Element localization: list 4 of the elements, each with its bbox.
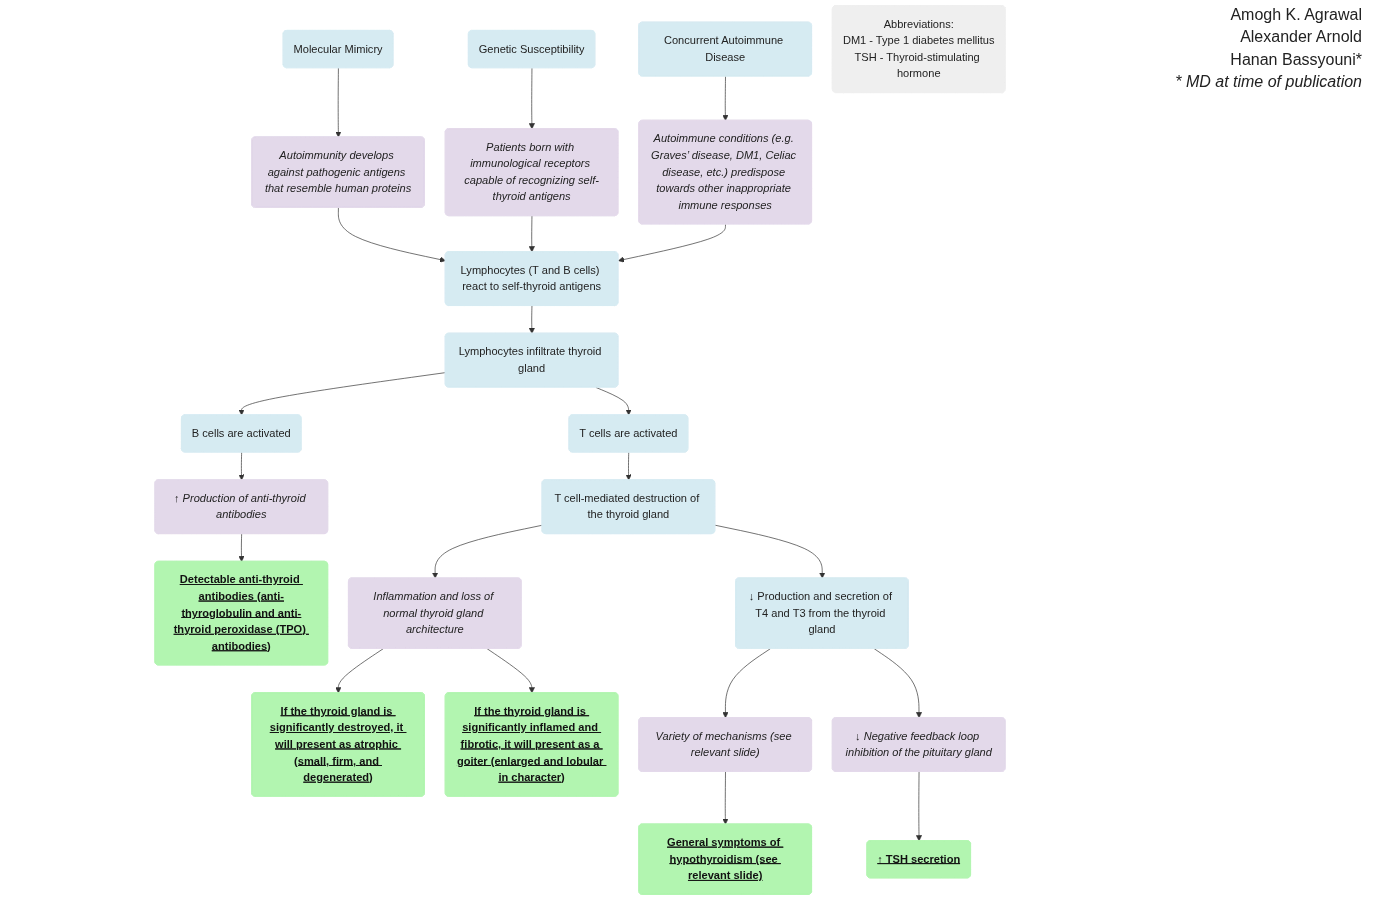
author-name: Hanan Bassyouni* xyxy=(1229,49,1362,70)
author-name: Amogh K. Agrawal xyxy=(1229,5,1362,25)
footnote: * MD at time of publication xyxy=(1175,72,1362,93)
author-name: Alexander Arnold xyxy=(1239,27,1362,48)
